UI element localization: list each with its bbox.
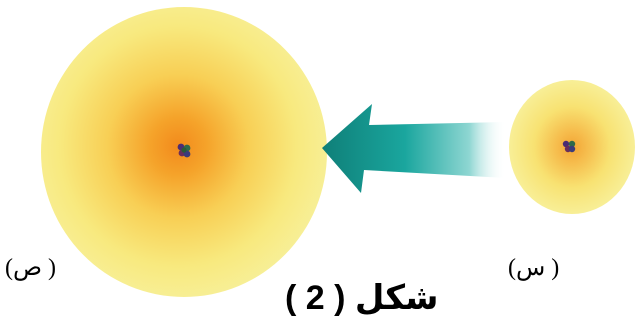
atom-s-nucleus [562, 140, 576, 153]
atom-s-label: ( س) [508, 255, 560, 281]
atom-p-label: ( ص) [5, 255, 56, 281]
atom-p-nucleus [177, 143, 191, 158]
figure-caption: شكل ( 2 ) [285, 279, 439, 317]
arrow-icon [322, 104, 506, 193]
